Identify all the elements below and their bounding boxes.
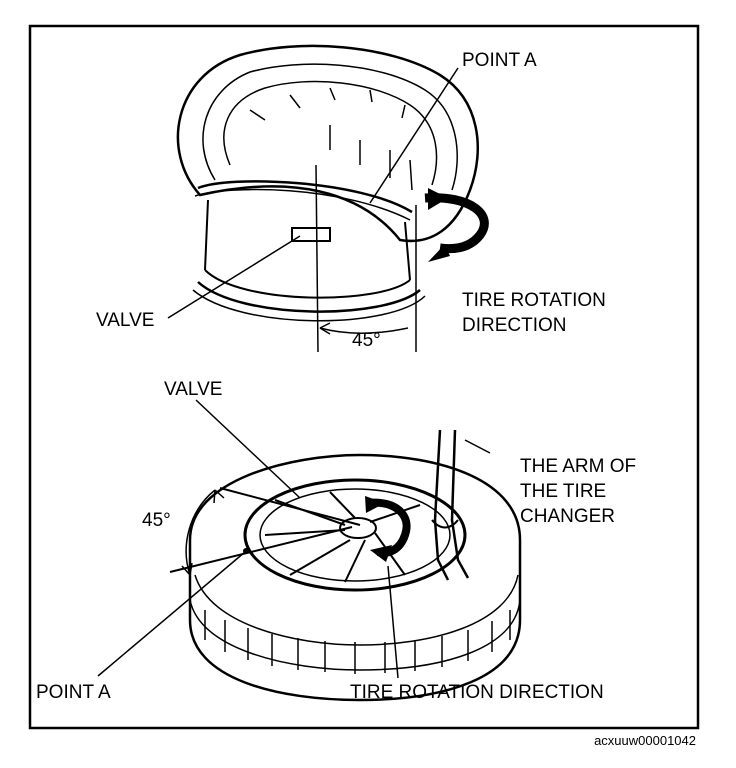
top-angle-label: 45° [352,330,381,351]
figure-code: acxuuw00001042 [594,733,696,748]
bottom-angle-label: 45° [142,510,171,531]
bottom-rotation-label: TIRE ROTATION DIRECTION [350,682,604,703]
top-illustration [167,44,489,353]
top-rotation-label-line2: DIRECTION [462,315,567,336]
top-valve-label: VALVE [96,310,154,331]
top-point-a-label: POINT A [462,50,537,71]
arm-label-line1: THE ARM OF [520,456,636,477]
top-rotation-label-line1: TIRE ROTATION [462,290,606,311]
bottom-illustration [97,399,522,702]
arm-label-line2: THE TIRE [520,481,606,502]
bottom-valve-label: VALVE [164,379,222,400]
bottom-point-a-label: POINT A [36,682,111,703]
figure-frame [28,24,700,730]
arm-label-line3: CHANGER [520,506,615,527]
